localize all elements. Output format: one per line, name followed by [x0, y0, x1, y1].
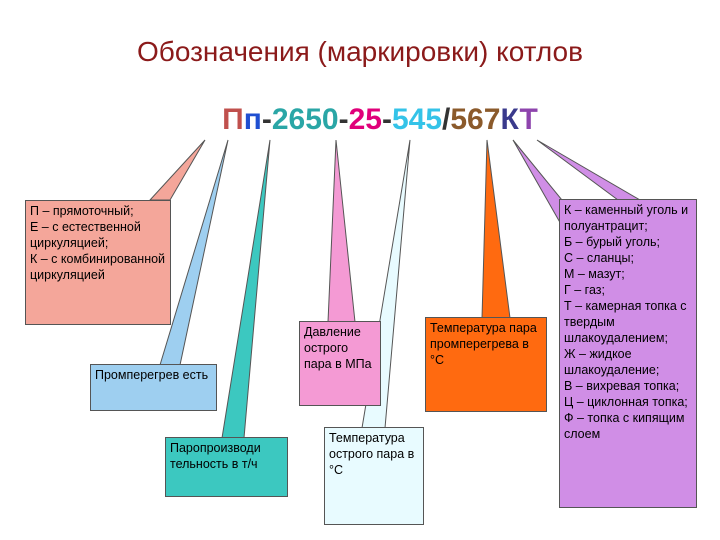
- pointer-reheat-temp: [481, 139, 511, 319]
- code-part-furnace: Т: [519, 103, 538, 136]
- code-part-capacity: 2650: [271, 103, 339, 136]
- box-steam-temp: Температура острого пара в °С: [324, 427, 424, 525]
- code-part-type: П: [222, 103, 244, 136]
- code-separator: /: [442, 103, 451, 136]
- box-reheat-temp: Температура пара промперегрева в °С: [425, 317, 547, 412]
- box-fuel: К – каменный уголь и полуантрацит; Б – б…: [559, 199, 697, 508]
- box-circulation-type: П – прямоточный; Е – с естественной цирк…: [25, 200, 171, 325]
- code-separator: -: [381, 103, 392, 136]
- box-capacity-text: Паропроизводи тельность в т/ч: [170, 441, 261, 471]
- code-separator: -: [338, 103, 349, 136]
- box-steam-temp-text: Температура острого пара в °С: [329, 431, 415, 477]
- code-part-reheat: п: [243, 103, 262, 136]
- pointer-pressure: [327, 139, 356, 323]
- pointer-capacity: [221, 139, 271, 439]
- box-capacity: Паропроизводи тельность в т/ч: [165, 437, 288, 497]
- diagram-title: Обозначения (маркировки) котлов: [137, 36, 583, 67]
- code-part-fuel: К: [500, 103, 520, 136]
- box-fuel-text: К – каменный уголь и полуантрацит; Б – б…: [564, 203, 689, 441]
- box-reheat-temp-text: Температура пара промперегрева в °С: [430, 321, 537, 367]
- pointer-type: [148, 139, 206, 201]
- box-circulation-type-text: П – прямоточный; Е – с естественной цирк…: [30, 204, 166, 282]
- box-pressure-text: Давление острого пара в МПа: [304, 325, 372, 371]
- box-reheat-text: Промперегрев есть: [95, 368, 209, 382]
- code-separator: -: [261, 103, 272, 136]
- code-part-reheat-temp: 567: [450, 103, 501, 136]
- box-pressure: Давление острого пара в МПа: [299, 321, 381, 406]
- code-part-pressure: 25: [348, 103, 382, 136]
- box-reheat: Промперегрев есть: [90, 364, 217, 411]
- code-part-steam-temp: 545: [391, 103, 443, 136]
- boiler-code: Пп-2650-25-545/567КТ: [0, 103, 720, 137]
